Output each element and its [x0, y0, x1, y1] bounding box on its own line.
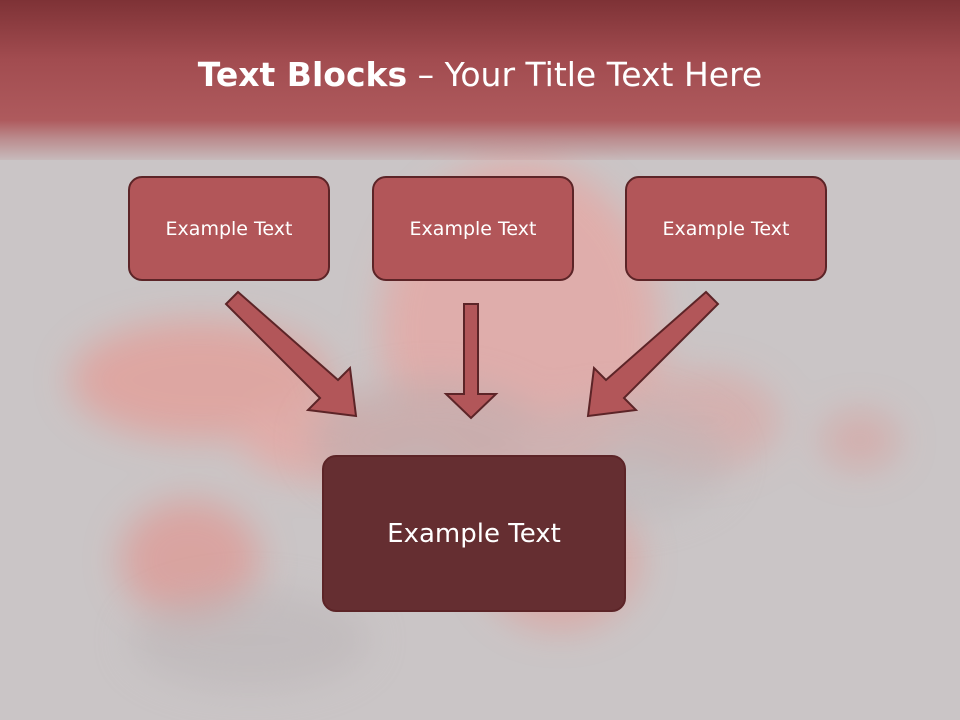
text-block-bottom[interactable]: Example Text: [322, 455, 626, 612]
title-banner: [0, 0, 960, 160]
arrow-left-diagonal: [224, 290, 358, 418]
text-block-center[interactable]: Example Text: [372, 176, 574, 281]
title-rest-part: Your Title Text Here: [444, 55, 763, 94]
arrow-center-down: [443, 303, 499, 420]
text-block-left[interactable]: Example Text: [128, 176, 330, 281]
text-block-bottom-label: Example Text: [387, 518, 561, 549]
slide-title: Text Blocks – Your Title Text Here: [0, 52, 960, 98]
text-block-right-label: Example Text: [662, 217, 790, 240]
text-block-right[interactable]: Example Text: [625, 176, 827, 281]
arrow-right-diagonal: [586, 290, 720, 418]
text-block-center-label: Example Text: [409, 217, 537, 240]
title-dash: –: [407, 55, 445, 94]
text-block-left-label: Example Text: [165, 217, 293, 240]
title-bold-part: Text Blocks: [197, 55, 408, 94]
